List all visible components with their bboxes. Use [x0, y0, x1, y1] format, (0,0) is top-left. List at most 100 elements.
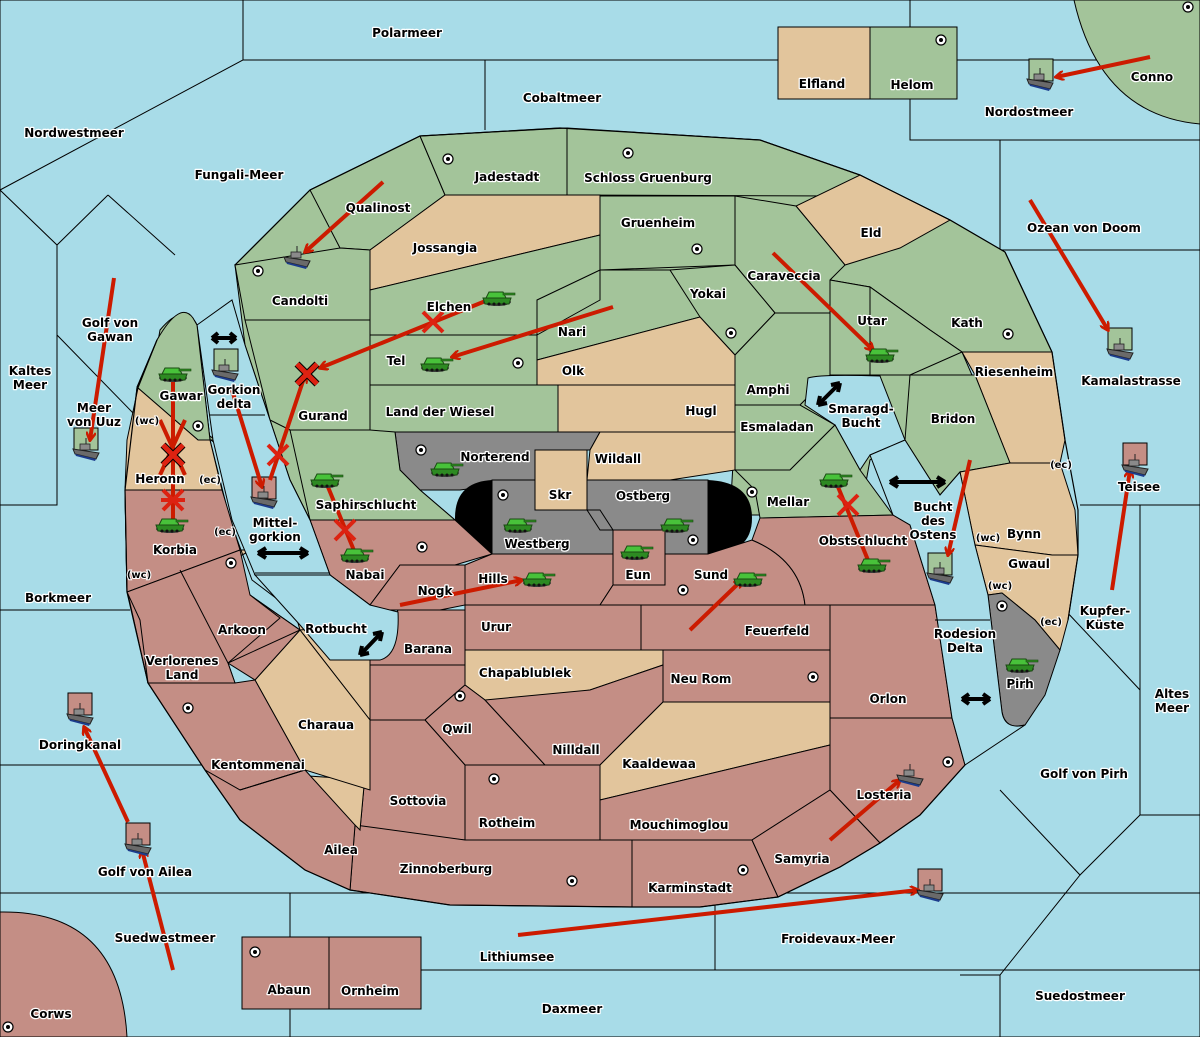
region-jadestadt[interactable] — [419, 127, 568, 196]
label-riesenheim: Riesenheim — [975, 365, 1054, 379]
supply-center-icon — [935, 34, 947, 46]
move-order-arrow — [948, 459, 972, 555]
label-bynn: Bynn — [1007, 527, 1041, 541]
label-korbia: Korbia — [153, 543, 197, 557]
supply-center-icon — [192, 420, 204, 432]
double-arrow-icon — [358, 630, 384, 657]
label-norterend: Norterend — [460, 450, 529, 464]
label-eun: Eun — [625, 568, 650, 582]
region-bucht-des-ostens[interactable] — [869, 439, 1026, 766]
region-rotbucht[interactable] — [253, 574, 399, 661]
label-daxmeer: Daxmeer — [542, 1002, 603, 1016]
support-order-line — [834, 481, 872, 566]
failed-order-cross-icon — [421, 310, 445, 334]
double-arrow-icon — [210, 331, 238, 345]
label-yokai: Yokai — [689, 287, 726, 301]
label-urur: Urur — [481, 620, 511, 634]
supply-center-icon — [252, 265, 264, 277]
label-mouchimoglou: Mouchimoglou — [630, 818, 729, 832]
label-coast-ec: (ec) — [214, 527, 236, 538]
label-nilldall: Nilldall — [552, 743, 599, 757]
region-conno[interactable] — [1073, 0, 1200, 125]
label-gurand: Gurand — [298, 409, 348, 423]
border-arkoon-verlorenes — [179, 569, 229, 664]
label-coast-ec: (ec) — [1040, 617, 1062, 628]
supply-center-icon — [687, 534, 699, 546]
move-order-arrow — [142, 850, 175, 971]
sea-labels: Polarmeer Cobaltmeer Nordwestmeer Fungal… — [7, 25, 1190, 1018]
label-orlon: Orlon — [869, 692, 906, 706]
label-corws: Corws — [30, 1007, 71, 1021]
region-elfland[interactable] — [777, 26, 871, 100]
supply-center-icon — [942, 756, 954, 768]
label-saphirschlucht: Saphirschlucht — [316, 498, 417, 512]
label-barana: Barana — [404, 642, 452, 656]
label-froidevaux-meer: Froidevaux-Meer — [781, 932, 895, 946]
label-lithiumsee: Lithiumsee — [480, 950, 555, 964]
move-order-arrow — [90, 277, 116, 440]
label-cobaltmeer: Cobaltmeer — [523, 91, 601, 105]
move-order-arrow — [399, 580, 522, 607]
label-nari: Nari — [558, 325, 586, 339]
label-elchen: Elchen — [427, 300, 472, 314]
region-gruenheim[interactable] — [599, 195, 736, 271]
label-arkoon: Arkoon — [218, 623, 266, 637]
label-polarmeer: Polarmeer — [372, 26, 442, 40]
label-samyria: Samyria — [774, 852, 829, 866]
land-labels: Elfland Helom Conno Qualinost Jadestadt … — [29, 69, 1174, 1023]
move-order-arrow — [268, 375, 305, 481]
label-teisee: Teisee — [1118, 480, 1160, 494]
double-arrow-icon — [816, 381, 842, 407]
coast-labels: (wc) (ec) (ec) (wc) (ec) (wc) (wc) (ec) — [126, 415, 1073, 629]
label-coast-wc: (wc) — [135, 416, 159, 427]
region-candolti[interactable] — [234, 247, 371, 321]
failed-order-cross-icon — [266, 443, 290, 467]
supply-center-icon — [2, 1021, 14, 1033]
supply-center-icon — [996, 600, 1008, 612]
supply-center-icon — [807, 671, 819, 683]
label-candolti: Candolti — [272, 294, 328, 308]
region-ornheim[interactable] — [328, 936, 422, 1010]
supply-center-icon — [497, 489, 509, 501]
double-arrow-icon — [960, 692, 992, 706]
move-order-arrow — [84, 727, 130, 823]
supply-center-icon — [622, 147, 634, 159]
label-chapablublek: Chapablublek — [479, 666, 572, 680]
supply-center-icon — [249, 946, 261, 958]
canal-connections — [210, 331, 992, 706]
label-coast-wc: (wc) — [976, 533, 1000, 544]
label-losteria: Losteria — [856, 788, 911, 802]
supply-center-icon — [725, 327, 737, 339]
move-order-arrow — [1110, 470, 1130, 591]
supply-center-icon — [415, 444, 427, 456]
label-kath: Kath — [951, 316, 983, 330]
label-eld: Eld — [861, 226, 882, 240]
region-corws[interactable] — [0, 911, 128, 1037]
label-utar: Utar — [857, 314, 887, 328]
support-order-line — [326, 486, 357, 554]
supply-center-icon — [691, 243, 703, 255]
label-suedostmeer: Suedostmeer — [1035, 989, 1125, 1003]
label-kupfer-kueste: Kupfer-Küste — [1080, 604, 1130, 632]
label-coast-ec: (ec) — [1050, 460, 1072, 471]
failed-order-cross-icon — [836, 493, 860, 517]
label-coast-ec: (ec) — [199, 475, 221, 486]
supply-center-icon — [454, 690, 466, 702]
move-order-arrow — [771, 251, 873, 350]
move-order-arrow — [828, 780, 900, 842]
label-coast-wc: (wc) — [127, 570, 151, 581]
move-order-arrow — [320, 298, 489, 368]
label-pirh: Pirh — [1006, 677, 1033, 691]
failed-orders — [161, 310, 860, 542]
label-olk: Olk — [562, 364, 585, 378]
label-charaua: Charaua — [298, 718, 354, 732]
label-rotheim: Rotheim — [479, 816, 536, 830]
label-tel: Tel — [387, 354, 406, 368]
region-skr[interactable] — [534, 449, 588, 511]
